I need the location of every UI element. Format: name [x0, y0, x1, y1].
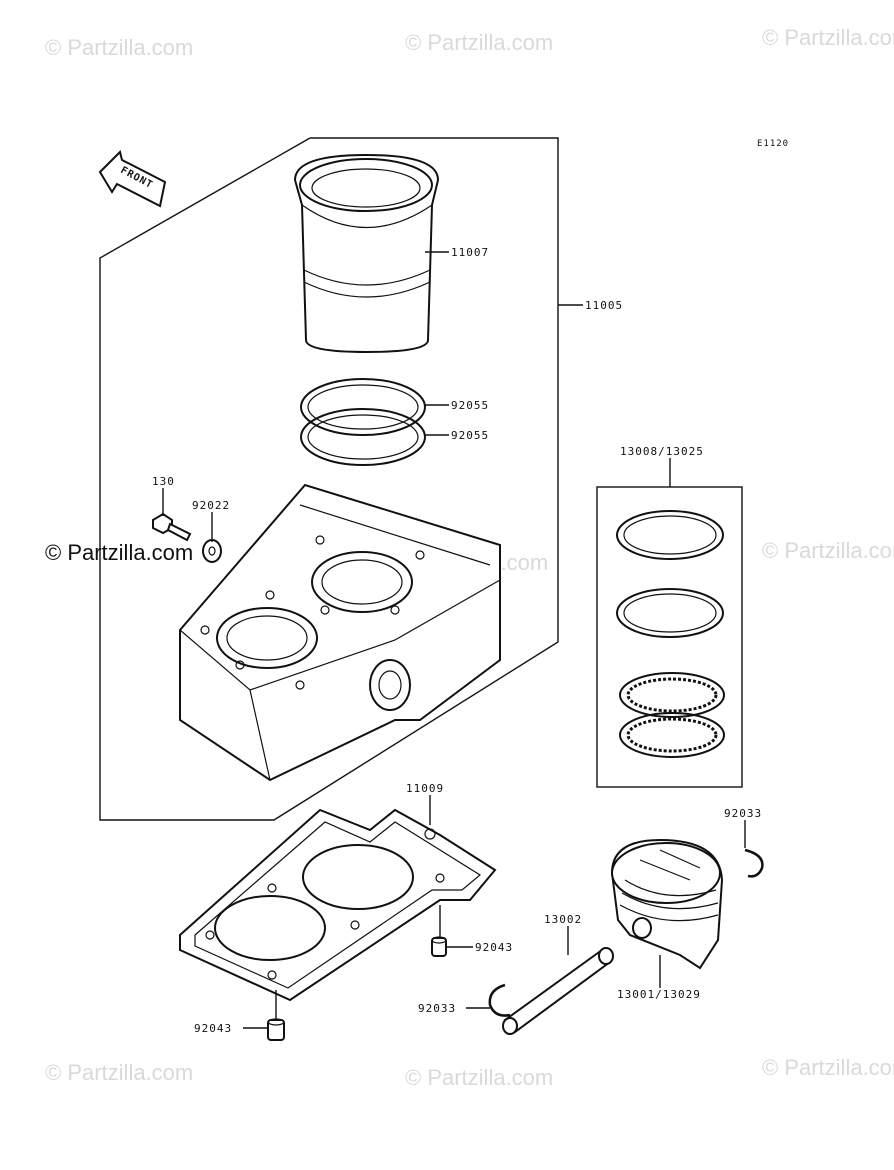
- label-washer: 92022: [192, 499, 230, 512]
- diagram-code: E1120: [757, 139, 789, 149]
- ring-set: [616, 510, 725, 758]
- bolt: [152, 512, 192, 542]
- label-bolt: 130: [152, 475, 175, 488]
- leader-lines: [162, 251, 746, 1029]
- label-piston-pin: 13002: [544, 913, 582, 926]
- watermark: © Partzilla.com: [762, 538, 894, 563]
- piston-pin-clip-left: [488, 983, 511, 1017]
- label-gasket: 11009: [406, 782, 444, 795]
- dowel-pin-lower: [267, 1018, 285, 1041]
- label-clip-left: 92033: [418, 1002, 456, 1015]
- label-ring-set: 13008/13025: [620, 445, 704, 458]
- washer: [202, 539, 222, 563]
- label-dowel-lower: 92043: [194, 1022, 232, 1035]
- label-piston: 13001/13029: [617, 988, 701, 1001]
- label-cylinder-assy: 11005: [585, 299, 623, 312]
- cylinder-gasket: [179, 808, 497, 1002]
- label-cylinder-sleeve: 11007: [451, 246, 489, 259]
- watermark: © Partzilla.com: [762, 1055, 894, 1080]
- piston: [610, 838, 724, 970]
- cylinder-assembly-outline: [99, 137, 559, 821]
- dowel-pin-upper: [431, 936, 447, 957]
- piston-pin-clip-right: [744, 848, 764, 878]
- watermark: © Partzilla.com: [45, 1060, 193, 1085]
- piston-pin: [502, 947, 614, 1035]
- label-dowel-upper: 92043: [475, 941, 513, 954]
- piston-ring-upper: [300, 378, 426, 436]
- label-ring-upper: 92055: [451, 399, 489, 412]
- watermark-overlay: © Partzilla.com: [45, 540, 193, 565]
- front-arrow-icon: FRONT: [98, 150, 167, 208]
- label-clip-right: 92033: [724, 807, 762, 820]
- cylinder-sleeve: [293, 153, 440, 354]
- watermark: © Partzilla.com: [45, 35, 193, 60]
- watermark: © Partzilla.com: [405, 30, 553, 55]
- watermark: © Partzilla.com: [762, 25, 894, 50]
- label-ring-lower: 92055: [451, 429, 489, 442]
- watermark: © Partzilla.com: [405, 1065, 553, 1090]
- cylinder-block: [179, 483, 501, 782]
- piston-ring-lower: [300, 408, 426, 466]
